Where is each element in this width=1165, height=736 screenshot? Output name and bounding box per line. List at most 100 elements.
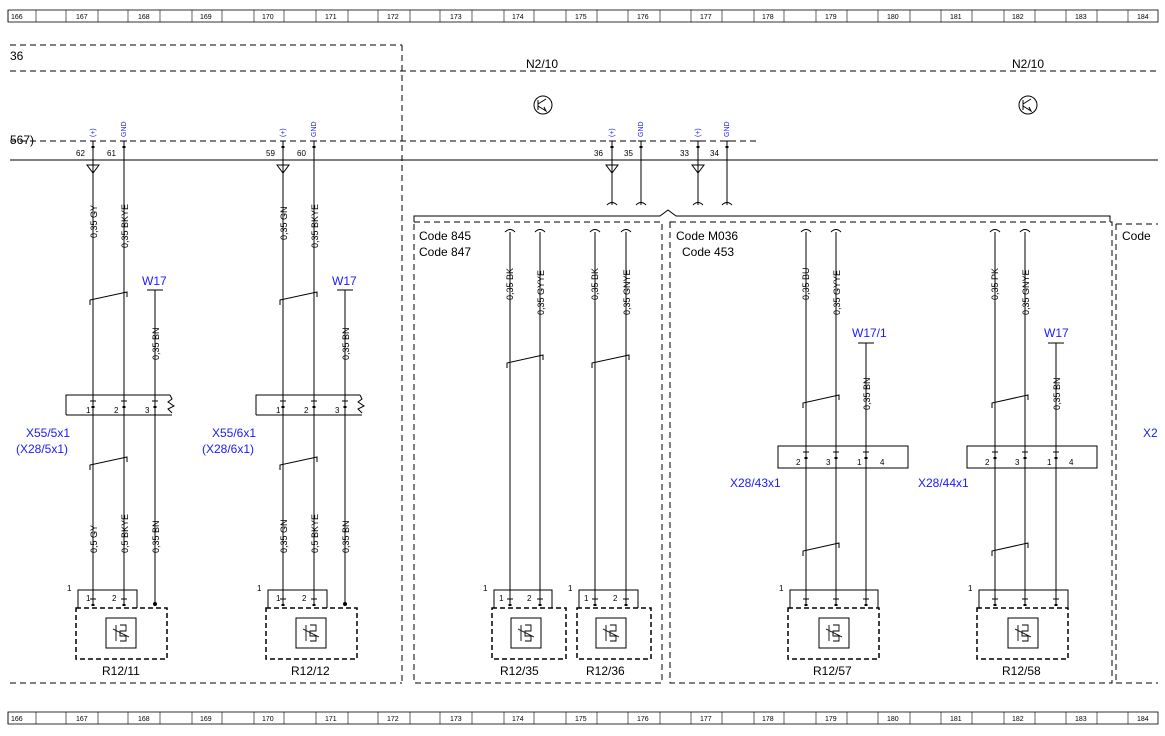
component-label: R12/36 [586, 664, 625, 678]
connector-label: (X28/6x1) [202, 442, 254, 456]
ruler-label: 176 [637, 14, 649, 21]
wire-label: 0,35 BKYE [310, 204, 320, 248]
ruler-label: 173 [450, 14, 462, 21]
component-pin-number: 2 [527, 594, 532, 603]
component-r12-36 [576, 589, 652, 660]
connector-pin-number: 4 [880, 458, 885, 467]
wire-label: 0,5 GY [89, 525, 99, 553]
connector-label: X55/6x1 [212, 426, 256, 440]
component-pin-number: 1 [584, 594, 589, 603]
heater-icon [1007, 617, 1039, 649]
connector-pin-number: 2 [304, 406, 309, 415]
ruler-label: 178 [762, 716, 774, 723]
component-label: R12/58 [1002, 664, 1041, 678]
ruler-label: 183 [1075, 14, 1087, 21]
module-label-n2-10-left: N2/10 [526, 57, 558, 71]
connector-pin-number: 3 [1015, 458, 1020, 467]
wire-label: 0,35 BK [505, 268, 515, 300]
wire-label: 0,5 BKYE [120, 514, 130, 553]
connector-pin-number: 2 [796, 458, 801, 467]
ruler-label: 175 [575, 14, 587, 21]
wire-label: 0,35 BN [151, 520, 161, 553]
module-frame-lines [10, 44, 1158, 684]
connector-label: X55/5x1 [26, 426, 70, 440]
connector-label: (X28/5x1) [16, 442, 68, 456]
ruler-label: 171 [325, 14, 337, 21]
ruler-label: 174 [512, 716, 524, 723]
pin-number: 34 [710, 149, 719, 158]
wire-label: 0,35 BU [801, 267, 811, 300]
wire-label: 0,35 BN [341, 520, 351, 553]
ruler-label: 172 [387, 716, 399, 723]
component-r12-11 [75, 589, 168, 660]
wire-label: 0,35 GN [279, 206, 289, 240]
bottom-ruler [7, 711, 1159, 725]
ground-label: W17/1 [852, 326, 887, 340]
pin-label-gnd: GND [311, 121, 318, 137]
ruler-label: 181 [950, 14, 962, 21]
component-pin-number: 1 [276, 594, 281, 603]
component-r12-58 [976, 589, 1069, 660]
component-pin-number: 1 [968, 584, 973, 593]
component-label: R12/11 [102, 664, 140, 678]
code-label: Code 845 [419, 229, 471, 243]
code-label: Code 847 [419, 245, 471, 259]
ruler-label: 180 [887, 716, 899, 723]
wire-label: 0,35 PK [990, 268, 1000, 300]
wire-label: 0,35 GN [279, 519, 289, 553]
component-label: R12/57 [813, 664, 852, 678]
top-ruler [7, 9, 1159, 23]
heater-icon [105, 617, 137, 649]
connector-label: X28/43x1 [730, 476, 781, 490]
ruler-label: 184 [1137, 716, 1149, 723]
ruler-label: 167 [76, 14, 88, 21]
wire-label: 0,35 BN [151, 327, 161, 360]
connector-pin-number: 1 [1047, 458, 1052, 467]
component-pin-number: 1 [568, 584, 573, 593]
ruler-label: 176 [637, 716, 649, 723]
component-r12-35 [491, 589, 567, 660]
heater-icon [510, 617, 542, 649]
heater-icon [295, 617, 327, 649]
ruler-label: 168 [138, 716, 150, 723]
pin-number: 35 [624, 149, 633, 158]
connector-pin-number: 3 [826, 458, 831, 467]
connector-pin-number: 1 [86, 406, 91, 415]
connector-pin-number: 2 [985, 458, 990, 467]
pin-label-plus: (+) [609, 128, 616, 137]
pin-label-gnd: GND [638, 121, 645, 137]
ruler-label: 179 [825, 716, 837, 723]
component-pin-number: 2 [112, 594, 117, 603]
fuse-triangle-icons [86, 164, 705, 174]
pin-label-plus: (+) [280, 128, 287, 137]
component-pin-number: 2 [613, 594, 618, 603]
pin-label-plus: (+) [695, 128, 702, 137]
wire-label: 0,35 GYYE [832, 270, 842, 315]
frame-ref-36: 36 [10, 49, 24, 63]
wire-label: 0,35 GY [89, 205, 99, 238]
connector-pin-number: 1 [276, 406, 281, 415]
pin-number: 61 [107, 149, 116, 158]
component-pin-number: 1 [499, 594, 504, 603]
heater-icon [818, 617, 850, 649]
code-bracket [413, 209, 1111, 222]
pin-number: 59 [266, 149, 275, 158]
ruler-label: 174 [512, 14, 524, 21]
code-frames [413, 221, 1113, 684]
module-pins: (+) GND (+) GND (+) GND (+) GND 62 61 59… [76, 121, 731, 158]
ruler-label: 181 [950, 716, 962, 723]
ruler-label: 182 [1012, 716, 1024, 723]
code-label: Code M036 [676, 229, 738, 243]
ruler-label: 180 [887, 14, 899, 21]
ruler-label: 178 [762, 14, 774, 21]
code-label: Code [1122, 229, 1151, 243]
connector-pin-number: 3 [335, 406, 340, 415]
ruler-label: 168 [138, 14, 150, 21]
ruler-label: 177 [700, 716, 712, 723]
pin-label-plus: (+) [90, 128, 97, 137]
ground-label: W17 [1044, 326, 1069, 340]
component-label: R12/12 [291, 664, 330, 678]
ruler-label: 169 [200, 716, 212, 723]
ruler-label: 175 [575, 716, 587, 723]
wire-label: 0,35 GYYE [536, 270, 546, 315]
